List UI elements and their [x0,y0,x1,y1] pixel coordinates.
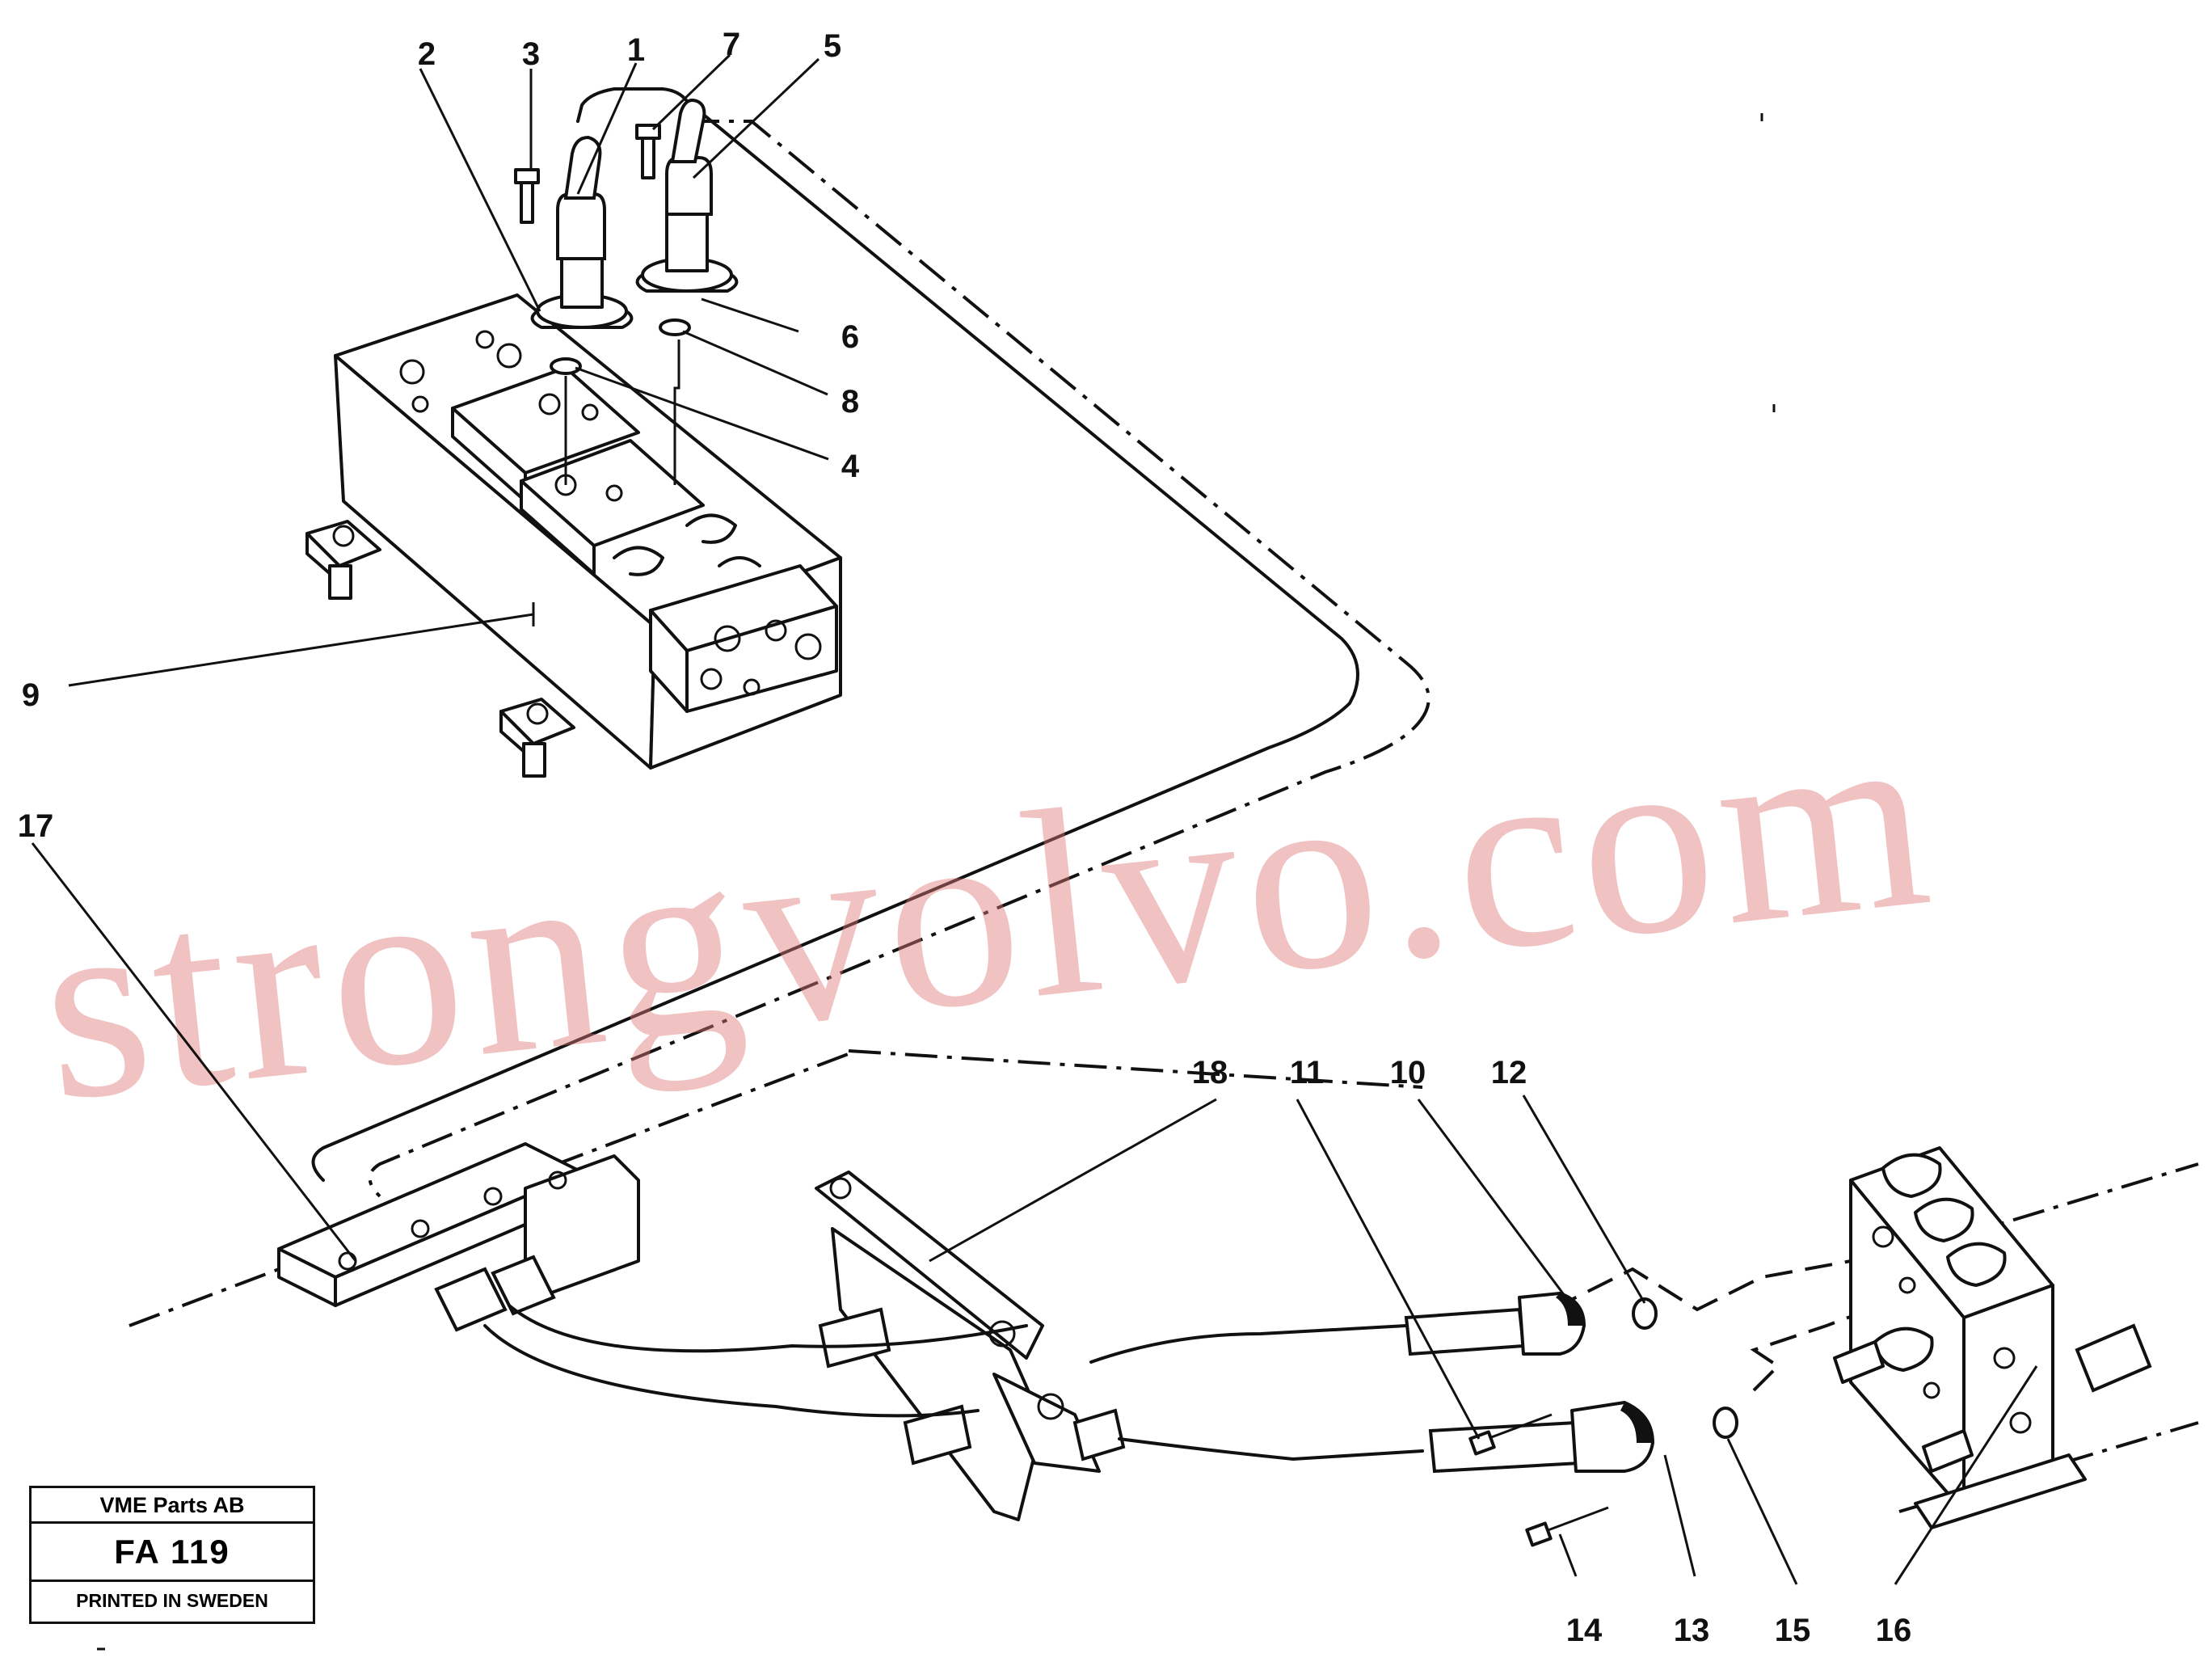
callout-11: 11 [1290,1055,1324,1090]
callout-4: 4 [841,449,860,484]
watermark-text: strongvolvo.com [29,665,1947,1158]
callout-6: 6 [841,319,859,355]
callout-9: 9 [22,677,40,713]
callout-13: 13 [1674,1613,1710,1648]
callout-18: 18 [1192,1055,1228,1090]
callout-2: 2 [418,36,436,72]
control-valve-main [1833,1146,2152,1529]
pilot-lines [129,87,2199,1513]
callout-1: 1 [627,32,645,68]
title-block: VME Parts AB FA 119 PRINTED IN SWEDEN [29,1486,315,1624]
hose-fittings-lower [1404,1292,1738,1547]
callout-8: 8 [841,384,859,420]
valve-block-upper [305,293,842,778]
callout-labels: 2 3 1 7 5 6 8 4 9 17 18 11 10 12 14 13 1… [18,27,1912,1648]
title-block-printed: PRINTED IN SWEDEN [76,1590,268,1611]
callout-14: 14 [1566,1613,1603,1648]
callout-16: 16 [1876,1613,1912,1648]
callout-12: 12 [1491,1055,1527,1090]
callout-10: 10 [1390,1055,1426,1090]
callout-7: 7 [723,27,740,62]
leader-lines [31,53,2038,1585]
title-block-code: FA 119 [32,1524,313,1582]
callout-17: 17 [18,808,54,844]
title-block-company: VME Parts AB [32,1488,313,1524]
callout-3: 3 [522,36,540,72]
fittings-upper [514,99,739,485]
pedal-assembly [277,1142,1424,1521]
callout-5: 5 [824,28,841,64]
callout-15: 15 [1775,1613,1811,1648]
